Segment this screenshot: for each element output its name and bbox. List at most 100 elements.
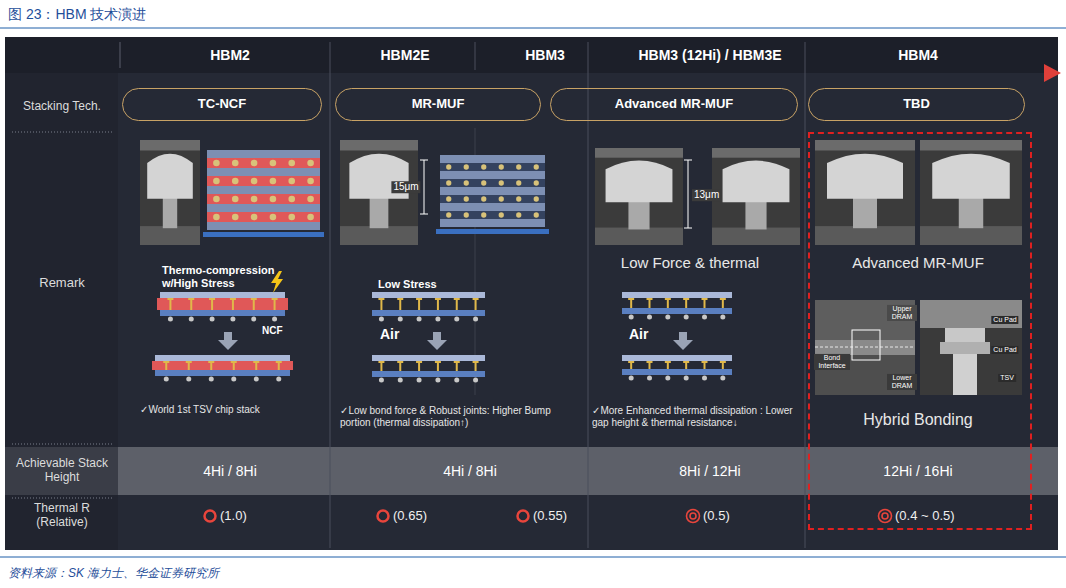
dimension-line-part bbox=[688, 160, 689, 228]
chip-stack-part bbox=[251, 178, 258, 185]
hybrid-bond-image-part bbox=[815, 347, 915, 348]
bond-diagram-part bbox=[251, 298, 257, 300]
bond-diagram-part bbox=[702, 361, 708, 363]
dimension-label: 13μm bbox=[692, 189, 721, 201]
chip-stack-part bbox=[464, 196, 469, 201]
bond-diagram-part bbox=[622, 369, 732, 375]
chip-stack-part bbox=[464, 212, 469, 217]
bond-diagram-part bbox=[647, 315, 652, 320]
column-divider-part bbox=[12, 498, 112, 499]
stacking-tech-pill: TBD bbox=[808, 88, 1025, 121]
process-arrow-part bbox=[433, 332, 441, 340]
chip-stack-part bbox=[534, 212, 539, 217]
chip-stack-part bbox=[213, 214, 220, 221]
sem-image-part bbox=[712, 228, 800, 245]
image-label: Upper DRAM bbox=[887, 305, 917, 321]
bond-diagram-part bbox=[628, 298, 634, 300]
bond-diagram-part bbox=[155, 355, 290, 361]
image-label: TSV bbox=[998, 374, 1016, 382]
row-label: Thermal R (Relative) bbox=[22, 502, 102, 530]
frame-part bbox=[5, 73, 118, 550]
chip-stack-part bbox=[499, 212, 504, 217]
bond-diagram-part bbox=[254, 377, 259, 382]
process-arrow-part bbox=[218, 340, 238, 350]
thermal-symbol-part bbox=[518, 511, 529, 522]
chip-stack-part bbox=[534, 164, 539, 169]
bond-diagram-part bbox=[210, 317, 215, 322]
table-cell: 4Hi / 8Hi bbox=[203, 463, 257, 479]
bond-diagram-part bbox=[189, 317, 194, 322]
chip-stack-part bbox=[499, 164, 504, 169]
column-divider-part bbox=[330, 42, 331, 548]
stacking-tech-pill: Advanced MR-MUF bbox=[550, 88, 798, 121]
bond-diagram-part bbox=[435, 378, 440, 383]
bond-diagram-part bbox=[379, 317, 384, 322]
bond-diagram-part bbox=[276, 361, 282, 363]
chip-stack-part bbox=[307, 178, 314, 185]
chip-stack-part bbox=[288, 160, 295, 167]
chip-stack-part bbox=[516, 196, 521, 201]
chip-stack-part bbox=[440, 163, 545, 171]
column-header: HBM3 bbox=[525, 47, 565, 63]
bond-diagram-part bbox=[378, 298, 384, 300]
process-arrow-part bbox=[427, 340, 447, 350]
annotation: Hybrid Bonding bbox=[863, 411, 972, 429]
thermal-symbol-part bbox=[879, 510, 892, 523]
frame-part bbox=[5, 37, 1058, 73]
dimension-line bbox=[420, 160, 428, 214]
chip-stack-part bbox=[207, 186, 320, 194]
process-arrow-part bbox=[673, 340, 693, 350]
hybrid-bond-image-part bbox=[815, 340, 915, 355]
table-cell: (0.5) bbox=[703, 509, 730, 524]
bond-diagram-part bbox=[160, 310, 285, 316]
highlight-box: Advanced MR-MUFHybrid Bonding12Hi / 16Hi… bbox=[808, 132, 1032, 530]
bond-diagram-part bbox=[397, 298, 403, 300]
chip-stack bbox=[203, 150, 324, 237]
sem-image-part bbox=[140, 226, 200, 245]
sem-image-part bbox=[920, 226, 1022, 245]
bond-diagram-part bbox=[473, 317, 478, 322]
bond-diagram-part bbox=[186, 361, 192, 363]
sem-image-part bbox=[815, 226, 915, 245]
row-label: Remark bbox=[39, 276, 85, 291]
process-arrow bbox=[427, 332, 447, 350]
bond-diagram-part bbox=[272, 317, 277, 322]
chip-stack-part bbox=[207, 212, 320, 222]
column-header: HBM4 bbox=[898, 47, 938, 63]
chip-stack-part bbox=[481, 164, 486, 169]
bond-diagram-part bbox=[702, 298, 708, 300]
chip-stack-part bbox=[446, 180, 451, 185]
material-label: NCF bbox=[262, 325, 283, 337]
bond-diagram-part bbox=[155, 370, 290, 376]
chip-stack-part bbox=[516, 212, 521, 217]
hybrid-bond-image-part bbox=[953, 354, 977, 395]
chip-stack-part bbox=[232, 214, 239, 221]
bond-diagram-part bbox=[398, 378, 403, 383]
tech-name: TC-NCF bbox=[198, 97, 246, 112]
sem-image-part bbox=[595, 228, 683, 245]
bond-diagram-part bbox=[209, 377, 214, 382]
bond-diagram-part bbox=[163, 361, 169, 363]
table-cell: 8Hi / 12Hi bbox=[679, 463, 740, 479]
bond-diagram-part bbox=[702, 315, 707, 320]
thermal-symbol-part bbox=[687, 510, 700, 523]
bond-diagram bbox=[152, 355, 293, 382]
remark-note: ✓World 1st TSV chip stack bbox=[140, 404, 260, 416]
bond-diagram-part bbox=[720, 376, 725, 381]
dimension-line-part bbox=[420, 214, 428, 215]
chip-stack-part bbox=[481, 180, 486, 185]
chip-stack-part bbox=[232, 160, 239, 167]
chip-stack-part bbox=[440, 179, 545, 187]
frame-part bbox=[0, 28, 1066, 29]
chip-stack-part bbox=[288, 214, 295, 221]
chip-stack-part bbox=[207, 176, 320, 186]
tech-name: Advanced MR-MUF bbox=[615, 97, 733, 112]
chip-stack-part bbox=[534, 196, 539, 201]
sem-image-part bbox=[712, 148, 800, 158]
hybrid-bond-image-part bbox=[920, 300, 1022, 395]
bond-diagram-part bbox=[622, 308, 732, 314]
bond-diagram-part bbox=[164, 377, 169, 382]
bond-diagram-part bbox=[629, 376, 634, 381]
table-cell: (1.0) bbox=[220, 509, 247, 524]
chip-stack-part bbox=[436, 229, 549, 234]
